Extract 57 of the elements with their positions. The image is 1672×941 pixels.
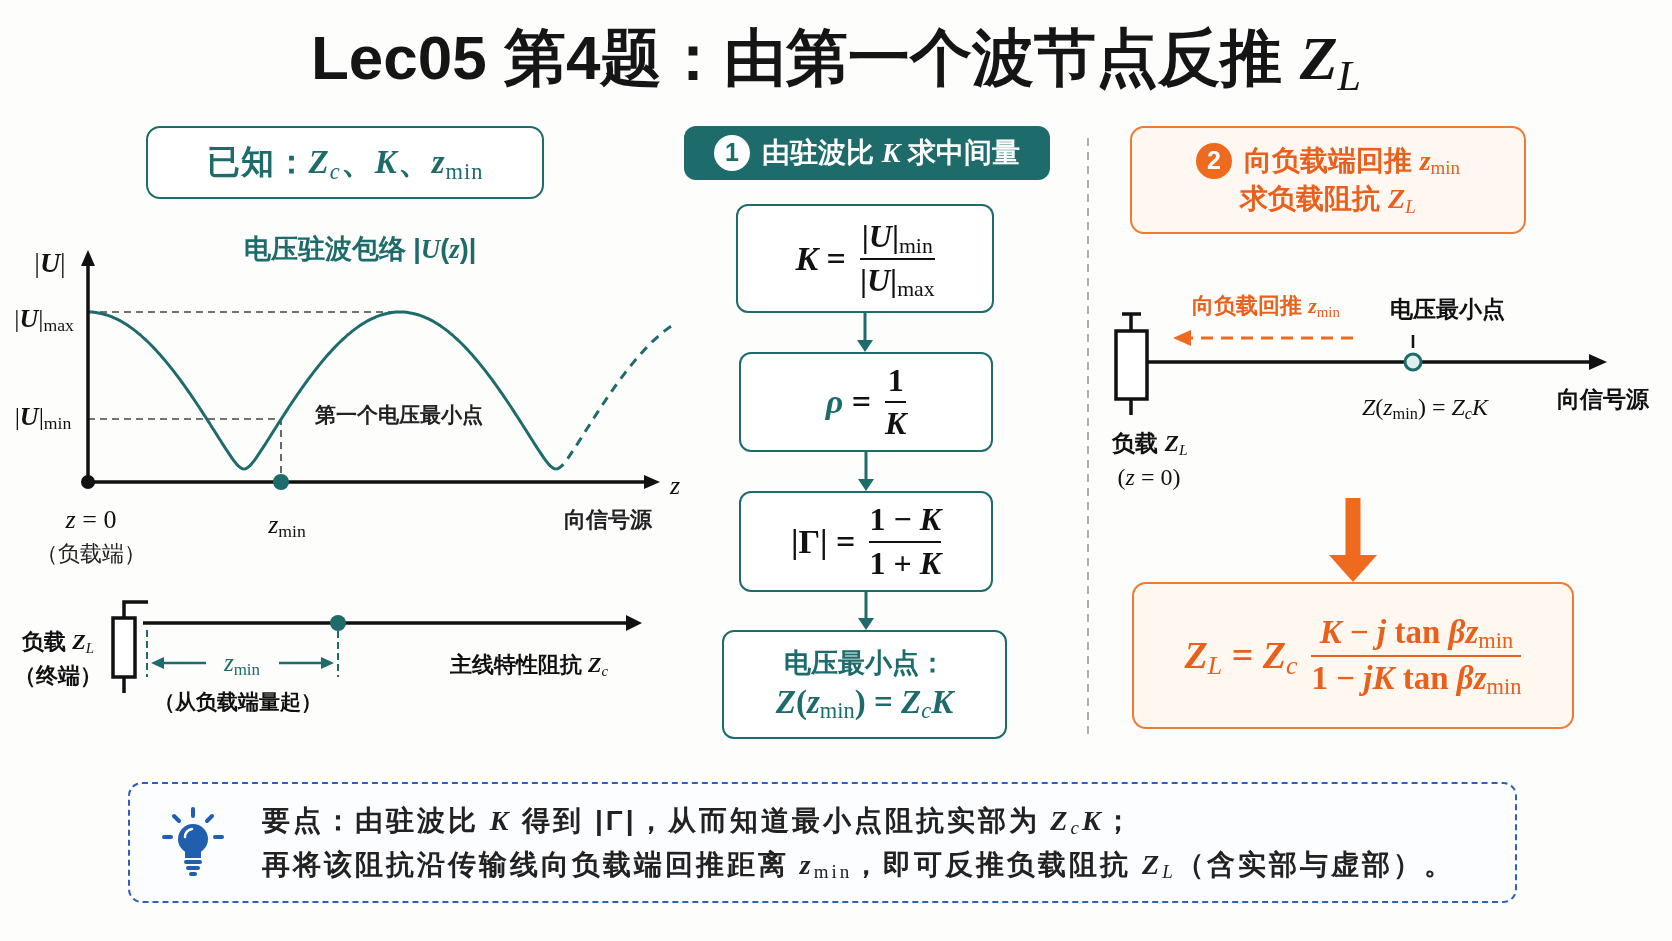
page-title: Lec05 第4题：由第一个波节点反推 Z$_{L}$: [310, 22, 1362, 101]
formula-numerator: 1 − K: [869, 502, 942, 538]
step-number-badge: 2: [1195, 142, 1232, 179]
formula-box: [739, 352, 993, 452]
given-quantities-box: [146, 126, 544, 199]
formula-numerator: |U|$_{min}$: [861, 219, 933, 255]
formula-box: [739, 491, 993, 592]
note-text: 要点：由驻波比 K 得到 |Γ|，从而知道最小点阻抗实部为 Z$_{c}$K；: [262, 803, 1136, 841]
annotation-text: 第一个电压最小点: [315, 402, 483, 429]
formula-label: Z(z$_{min}$) = Z$_{c}$K: [1361, 393, 1489, 425]
dimension-note: （从负载端量起）: [154, 689, 322, 716]
result-formula: Z(z$_{min}$) = Z$_{c}$K: [775, 682, 954, 724]
load-label: 负载 Z$_{L}$: [22, 627, 94, 658]
min-level-label: |U|$_{min}$: [14, 400, 72, 435]
origin-note: （负载端）: [36, 539, 146, 568]
flow-arrow: [857, 313, 873, 352]
formula-numerator: K − j tan βz$_{min}$: [1319, 613, 1514, 652]
formula-lhs: K =: [795, 239, 846, 278]
formula-denominator: K: [885, 406, 907, 442]
direction-label: 向负载回推 z$_{min}$: [1192, 291, 1340, 322]
formula-denominator: 1 − jK tan βz$_{min}$: [1311, 659, 1522, 698]
formula-numerator: 1: [887, 362, 904, 398]
load-impedance-formula-box: [1132, 582, 1574, 729]
formula-lhs: ρ =: [825, 383, 871, 421]
x-axis-label: z: [669, 469, 681, 502]
step-number-badge: 1: [713, 135, 750, 171]
load-label: 负载 Z$_{L}$: [1112, 429, 1188, 461]
load-position-label: (z = 0): [1117, 463, 1181, 492]
flow-arrow: [858, 452, 874, 491]
direction-label: 向信号源: [564, 505, 652, 534]
chart-title: 电压驻波包络 |U(z)|: [243, 232, 477, 266]
formula-box: [736, 204, 994, 313]
max-level-label: |U|$_{max}$: [14, 302, 74, 337]
formula-denominator: 1 + K: [869, 545, 942, 581]
line-label: 主线特性阻抗 Z$_{c}$: [449, 650, 609, 681]
dimension-label: z$_{min}$: [223, 648, 261, 682]
direction-label: 向信号源: [1557, 384, 1649, 414]
formula-denominator: |U|$_{max}$: [859, 262, 935, 298]
tick-label: z$_{min}$: [268, 508, 306, 543]
step-header: [684, 126, 1050, 180]
formula-lhs: |Γ| =: [790, 522, 856, 561]
y-axis-label: |U|: [34, 246, 66, 280]
origin-label: z = 0: [65, 503, 117, 536]
result-heading: 电压最小点：: [783, 646, 946, 680]
result-box: [722, 630, 1007, 739]
key-point-note: [128, 782, 1517, 903]
step-subtitle: 求负载阻抗 Z$_{L}$: [1240, 182, 1416, 218]
load-note: （终端）: [14, 661, 102, 690]
note-text: 再将该阻抗沿传输线向负载端回推距离 z$_{min}$，即可反推负载阻抗 Z$_{L}$（含实部与虚部）。: [262, 847, 1455, 885]
step-title: 向负载端回推 z$_{min}$: [1243, 143, 1461, 179]
step-header: [1130, 126, 1526, 234]
step-title: 由驻波比 K 求中间量: [761, 136, 1021, 170]
flow-arrow: [858, 592, 874, 630]
formula-lhs: Z$_{L}$ = Z$_{c}$: [1184, 633, 1298, 678]
point-label: 电压最小点: [1389, 294, 1505, 324]
given-quantities-text: 已知：Z$_{c}$、K、z$_{min}$: [206, 142, 484, 186]
block-arrow: [1329, 498, 1377, 582]
